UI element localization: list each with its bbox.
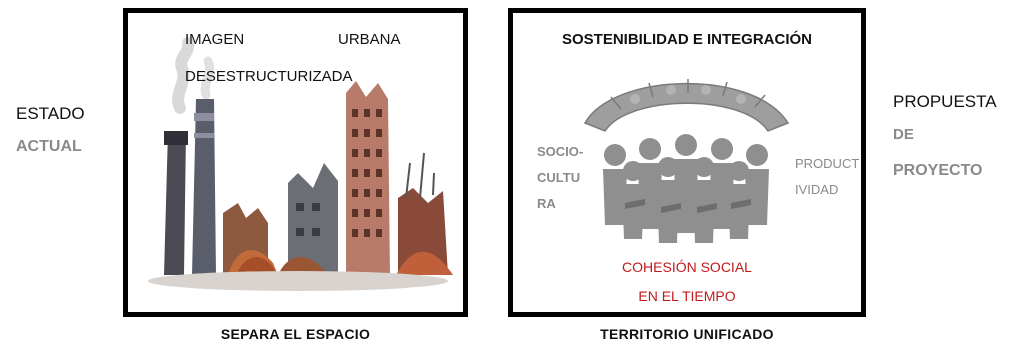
panel-current-state: IMAGEN URBANA DESESTRUCTURIZADA <box>123 8 468 317</box>
propuesta-label: PROPUESTA <box>893 92 997 111</box>
ruined-city-illustration <box>148 37 453 291</box>
product-line1: PRODUCT <box>795 156 860 171</box>
de-label: DE <box>893 126 914 143</box>
socio-line3: RA <box>537 196 556 211</box>
imagen-text: IMAGEN <box>185 31 245 48</box>
sustainability-title: SOSTENIBILIDAD E INTEGRACIÓN <box>561 31 812 48</box>
desestructurizada-text: DESESTRUCTURIZADA <box>185 68 353 85</box>
cohesion-line2: EN EL TIEMPO <box>638 288 736 304</box>
panel-proposal: SOSTENIBILIDAD E INTEGRACIÓN SOCIO- CULT… <box>508 8 866 317</box>
socio-line2: CULTU <box>537 170 581 185</box>
socio-line1: SOCIO- <box>537 144 584 159</box>
proyecto-label: PROYECTO <box>893 162 983 179</box>
caption-territorio: TERRITORIO UNIFICADO <box>600 326 774 342</box>
urbana-text: URBANA <box>338 31 401 48</box>
estado-label: ESTADO <box>16 104 85 123</box>
teamwork-illustration <box>583 79 790 243</box>
product-line2: IVIDAD <box>795 182 839 197</box>
cohesion-line1: COHESIÓN SOCIAL <box>622 259 752 275</box>
actual-label: ACTUAL <box>16 138 82 155</box>
caption-separa: SEPARA EL ESPACIO <box>220 326 371 342</box>
